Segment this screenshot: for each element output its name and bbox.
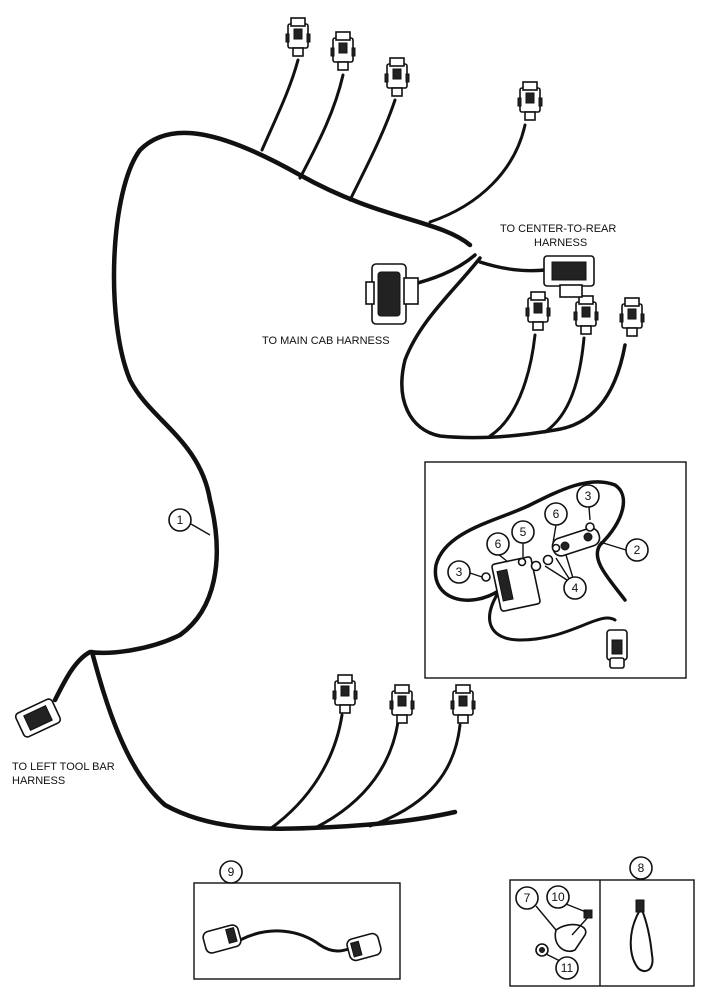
detail-box-clamp (509, 879, 695, 987)
callout-7 (515, 886, 539, 910)
callout-3-upper-text: 3 (585, 489, 592, 503)
wire-lower-loop (400, 256, 627, 440)
label-center-to-rear-2: HARNESS (534, 237, 587, 249)
sensor-connector-bottom-2 (389, 684, 415, 724)
detail-box-mounting (424, 461, 687, 679)
callout-11-text: 11 (561, 961, 574, 975)
detail-wire-down (488, 588, 617, 642)
wire-bottom-drop-3 (368, 723, 462, 828)
wire-to-main-cab (408, 253, 477, 287)
sensor-connector-top-1 (285, 17, 311, 57)
sensor-connector-bottom-3 (450, 684, 476, 724)
sensor-connector-right-2 (573, 295, 599, 335)
wire-top-3 (348, 98, 397, 202)
callout-9 (219, 860, 243, 884)
detail-box-jumper (193, 882, 401, 980)
detail-loop-wire (433, 480, 627, 602)
main-harness-trunk (52, 130, 473, 703)
callout-4-text: 4 (572, 581, 579, 595)
sensor-connector-right-3 (619, 297, 645, 337)
callout-8-text: 8 (638, 861, 645, 875)
sensor-connector-top-2 (330, 31, 356, 71)
sensor-connector-right-1 (525, 291, 551, 331)
detail-sensor-body (491, 556, 541, 612)
callout-8 (629, 856, 653, 880)
jumper-connector-left (202, 924, 242, 954)
wire-top-4 (428, 123, 527, 224)
detail-small-connector (606, 629, 628, 669)
callout-5-text: 5 (520, 525, 527, 539)
callout-3-lower-text: 3 (456, 565, 463, 579)
wire-lower-drop-1 (488, 333, 537, 438)
sensor-connector-top-3 (384, 57, 410, 97)
callout-5 (511, 520, 535, 544)
callout-10-text: 10 (551, 890, 565, 904)
left-tool-bar-connector (14, 698, 62, 738)
callout-2-text: 2 (634, 543, 641, 557)
detail-bracket (551, 527, 601, 557)
wire-bottom-drop-2 (313, 720, 400, 830)
label-center-to-rear-1: TO CENTER-TO-REAR (500, 223, 616, 235)
wire-top-2 (298, 73, 345, 180)
wire-to-center-rear (478, 260, 547, 273)
wire-lower-drop-2 (543, 336, 586, 434)
wire-bottom-drop-1 (268, 713, 344, 831)
callout-10 (546, 885, 570, 909)
clamp-parts (535, 909, 593, 957)
sensor-connector-top-4 (517, 81, 543, 121)
callout-6-lower-text: 6 (495, 537, 502, 551)
callout-3-lower (447, 560, 471, 584)
label-left-tool-bar-2: HARNESS (12, 775, 65, 787)
callout-4 (563, 576, 587, 600)
callout-6-lower (486, 532, 510, 556)
sensor-connector-bottom-1 (332, 674, 358, 714)
detail-hardware (481, 522, 595, 582)
callout-1 (168, 508, 192, 532)
callout-6-upper (544, 502, 568, 526)
jumper-wire (238, 929, 354, 953)
wire-bottom-branch (89, 649, 458, 832)
jumper-connector-right (346, 932, 382, 962)
main-cab-connector (365, 263, 419, 325)
wire-top-1 (260, 58, 300, 152)
callout-11 (555, 956, 579, 980)
label-main-cab: TO MAIN CAB HARNESS (262, 335, 390, 347)
callout-7-text: 7 (524, 891, 531, 905)
callout-6-upper-text: 6 (553, 507, 560, 521)
callout-1-text: 1 (177, 513, 184, 527)
cable-tie-strap (629, 899, 654, 973)
callout-2 (625, 538, 649, 562)
callout-9-text: 9 (228, 865, 235, 879)
center-to-rear-connector (543, 255, 595, 298)
label-left-tool-bar-1: TO LEFT TOOL BAR (12, 761, 115, 773)
callout-3-upper (576, 484, 600, 508)
